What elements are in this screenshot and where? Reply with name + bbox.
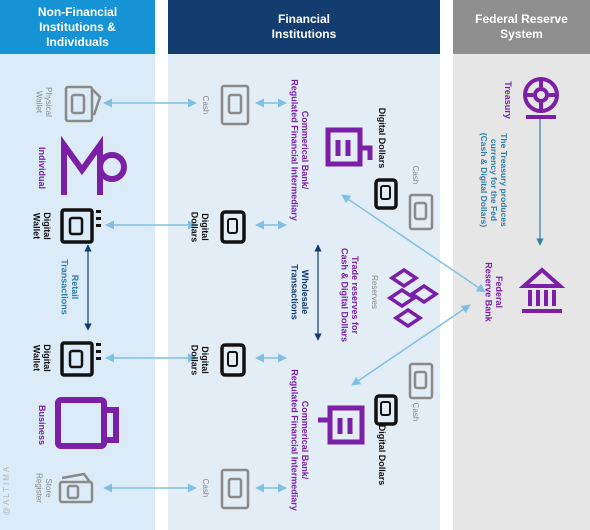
reserves-label: Reserves <box>370 275 379 309</box>
reserves-icon <box>386 267 440 329</box>
digital-wallet-label: DigitalWallet <box>32 212 53 240</box>
header-financial: Financial Institutions <box>168 0 440 54</box>
federal-reserve-bank-icon <box>518 267 566 313</box>
wholesale-transactions-label: WholesaleTransactions <box>290 264 311 320</box>
digital-dollars-top-label: Digital Dollars <box>377 108 387 169</box>
business-label: Business <box>37 405 47 445</box>
federal-reserve-bank-label: FederalReserve Bank <box>484 262 505 323</box>
treasury-label: Treasury <box>503 81 513 119</box>
watermark: @ALTIMA <box>2 465 11 515</box>
retail-transactions-label: RetailTransactions <box>60 259 81 315</box>
treasury-icon <box>523 77 559 119</box>
cash-bottom-label: Cash <box>411 403 420 422</box>
individual-label: Individual <box>37 147 47 189</box>
header-nonfinancial: Non-Financial Institutions & Individuals <box>0 0 155 54</box>
digital-dollar-phone-icon <box>374 394 398 426</box>
digital-dollar-phone-icon <box>220 343 246 377</box>
store-register-label: StoreRegister <box>34 473 52 503</box>
header-federal: Federal Reserve System <box>453 0 590 54</box>
bank-icon <box>318 405 365 445</box>
digital-dollars-bottom-label: Digital Dollars <box>377 425 387 486</box>
bank-icon <box>325 127 373 167</box>
cash-icon <box>408 362 434 400</box>
arrow-bank2-fed <box>351 304 471 386</box>
treasury-description: The Treasury producescurrency for the Fe… <box>479 133 509 228</box>
arrow-bank1-fed <box>341 194 486 293</box>
digital-dollars-label: DigitalDollars <box>190 345 211 376</box>
digital-wallet-icon <box>60 341 101 377</box>
physical-wallet-label: PhysicalWallet <box>34 87 52 117</box>
digital-dollar-phone-icon <box>374 178 398 210</box>
cash-icon <box>220 468 250 510</box>
cash-icon <box>220 84 250 126</box>
cash-top-label: Cash <box>411 166 420 185</box>
individual-icon <box>61 135 127 195</box>
physical-wallet-icon <box>64 85 102 123</box>
cash-label: Cash <box>201 479 210 498</box>
digital-dollars-label: DigitalDollars <box>190 212 211 243</box>
cash-label: Cash <box>201 96 210 115</box>
bank-label: Commerical Bank/Regulated Financial Inte… <box>290 369 311 511</box>
digital-dollar-phone-icon <box>220 210 246 244</box>
trade-reserves-label: Trade reserves forCash & Digital Dollars <box>340 248 361 342</box>
column-nonfinancial <box>0 54 155 530</box>
digital-wallet-icon <box>60 208 101 244</box>
cash-icon <box>408 193 434 231</box>
bank-label: Commerical Bank/Regulated Financial Inte… <box>290 79 311 221</box>
business-icon <box>55 397 119 449</box>
digital-wallet-label: DigitalWallet <box>32 344 53 372</box>
store-register-icon <box>58 472 94 504</box>
